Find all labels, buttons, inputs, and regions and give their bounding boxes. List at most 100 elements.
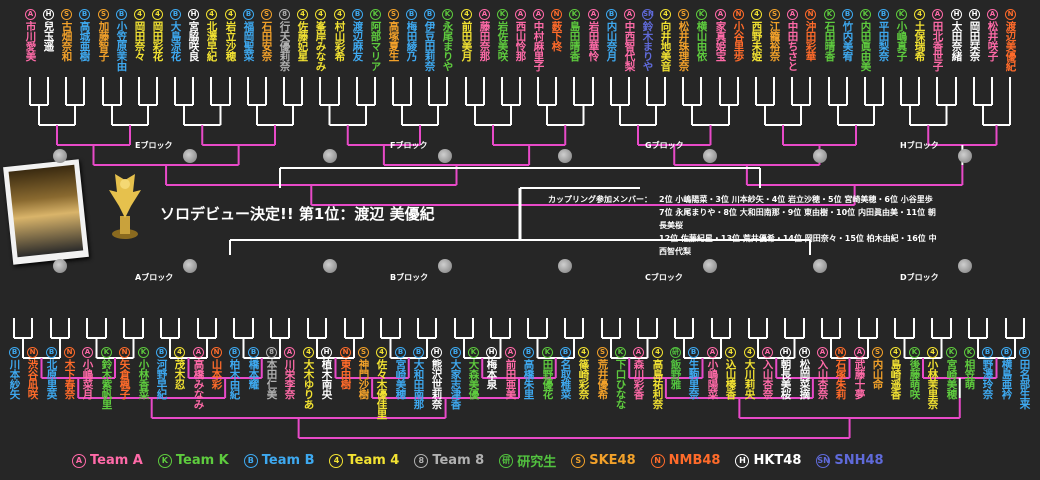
member-name: 薮下柊 [550,21,563,51]
member-name: 家真姫宝 [714,21,727,61]
team-badge-icon: 4 [225,9,236,20]
team-badge-icon: N [64,347,75,358]
member-name: 佐藤妃星 [296,21,309,61]
team-badge-icon: B [842,9,853,20]
member-name: 岡田奈々 [133,21,146,61]
team-badge-icon: A [987,9,998,20]
match-node-icon [558,149,572,163]
team-badge-icon: B [450,347,461,358]
match-node-icon [958,149,972,163]
member-name: 熊沢世莉奈 [430,359,443,409]
member-name: 宮崎美穂 [945,359,958,399]
member-name: 松井珠理奈 [677,21,690,71]
team-badge-icon: K [101,347,112,358]
member-name: 高城亜樹 [78,21,91,61]
team-badge-icon: N [835,347,846,358]
team-badge-icon: H [799,347,810,358]
member-name: 小嶋陽菜 [706,359,719,399]
member-name: 鈴木まりや [641,21,654,71]
member-name: 渡辺美優紀 [1004,21,1017,71]
member-name: 岩田華怜 [587,21,600,61]
team-badge-icon: SN [642,9,654,20]
team-badge-icon: S [597,347,608,358]
match-node-icon [323,259,337,273]
member-name: 本田仁美 [265,359,278,399]
team-badge-icon: 8 [414,453,429,468]
team-badge-icon: A [82,347,93,358]
team-badge-icon: H [43,9,54,20]
member-name: 高島祐利奈 [651,359,664,409]
legend-label: 研究生 [517,455,557,470]
team-badge-icon: 4 [334,9,345,20]
member-name: 後藤萌咲 [908,359,921,399]
member-name: 柏木由紀 [228,359,241,399]
team-badge-icon: N [650,453,665,468]
team-badge-icon: K [497,9,508,20]
team-badge-icon: 8 [266,347,277,358]
team-badge-icon: A [932,9,943,20]
team-badge-icon: H [969,9,980,20]
team-badge-icon: 4 [461,9,472,20]
winner-announcement: ソロデビュー決定!! 第1位：渡辺 美優紀 [160,205,435,223]
member-name: 竹内美宥 [841,21,854,61]
team-badge-icon: A [762,347,773,358]
member-name: 中村麻里子 [532,21,545,71]
team-badge-icon: H [951,9,962,20]
member-name: 松岡菜摘 [798,359,811,399]
member-name: 小笠原茉由 [115,21,128,71]
member-name: 向井地美音 [659,21,672,71]
team-badge-icon: K [615,347,626,358]
member-name: 兒玉遥 [42,21,55,51]
team-badge-icon: 4 [660,9,671,20]
member-name: 島田晴香 [568,21,581,61]
coupling-line: 2位 小嶋陽菜・3位 川本紗矢・4位 岩立沙穂・5位 宮崎美穂・6位 小谷里歩 [659,195,933,204]
member-name: 橋本耀 [247,359,260,389]
member-name: 石塚朱莉 [834,359,847,399]
member-name: 平田梨奈 [877,21,890,61]
member-name: 大森美優 [467,359,480,399]
member-name: 小嶋菜月 [81,359,94,399]
member-name: 横山由依 [695,21,708,61]
member-name: 北澤早紀 [205,21,218,61]
member-name: 岩佐美咲 [496,21,509,61]
team-badge-icon: H [188,9,199,20]
member-name: 前田亜美 [504,359,517,399]
member-name: 島崎遥香 [889,359,902,399]
member-name: 北原里英 [45,359,58,399]
team-badge-icon: K [442,9,453,20]
member-name: 高橋朱里 [522,359,535,399]
team-badge-icon: K [946,347,957,358]
team-badge-icon: K [696,9,707,20]
member-name: 篠崎彩奈 [577,359,590,399]
team-badge-icon: 4 [927,347,938,358]
team-badge-icon: S [769,9,780,20]
